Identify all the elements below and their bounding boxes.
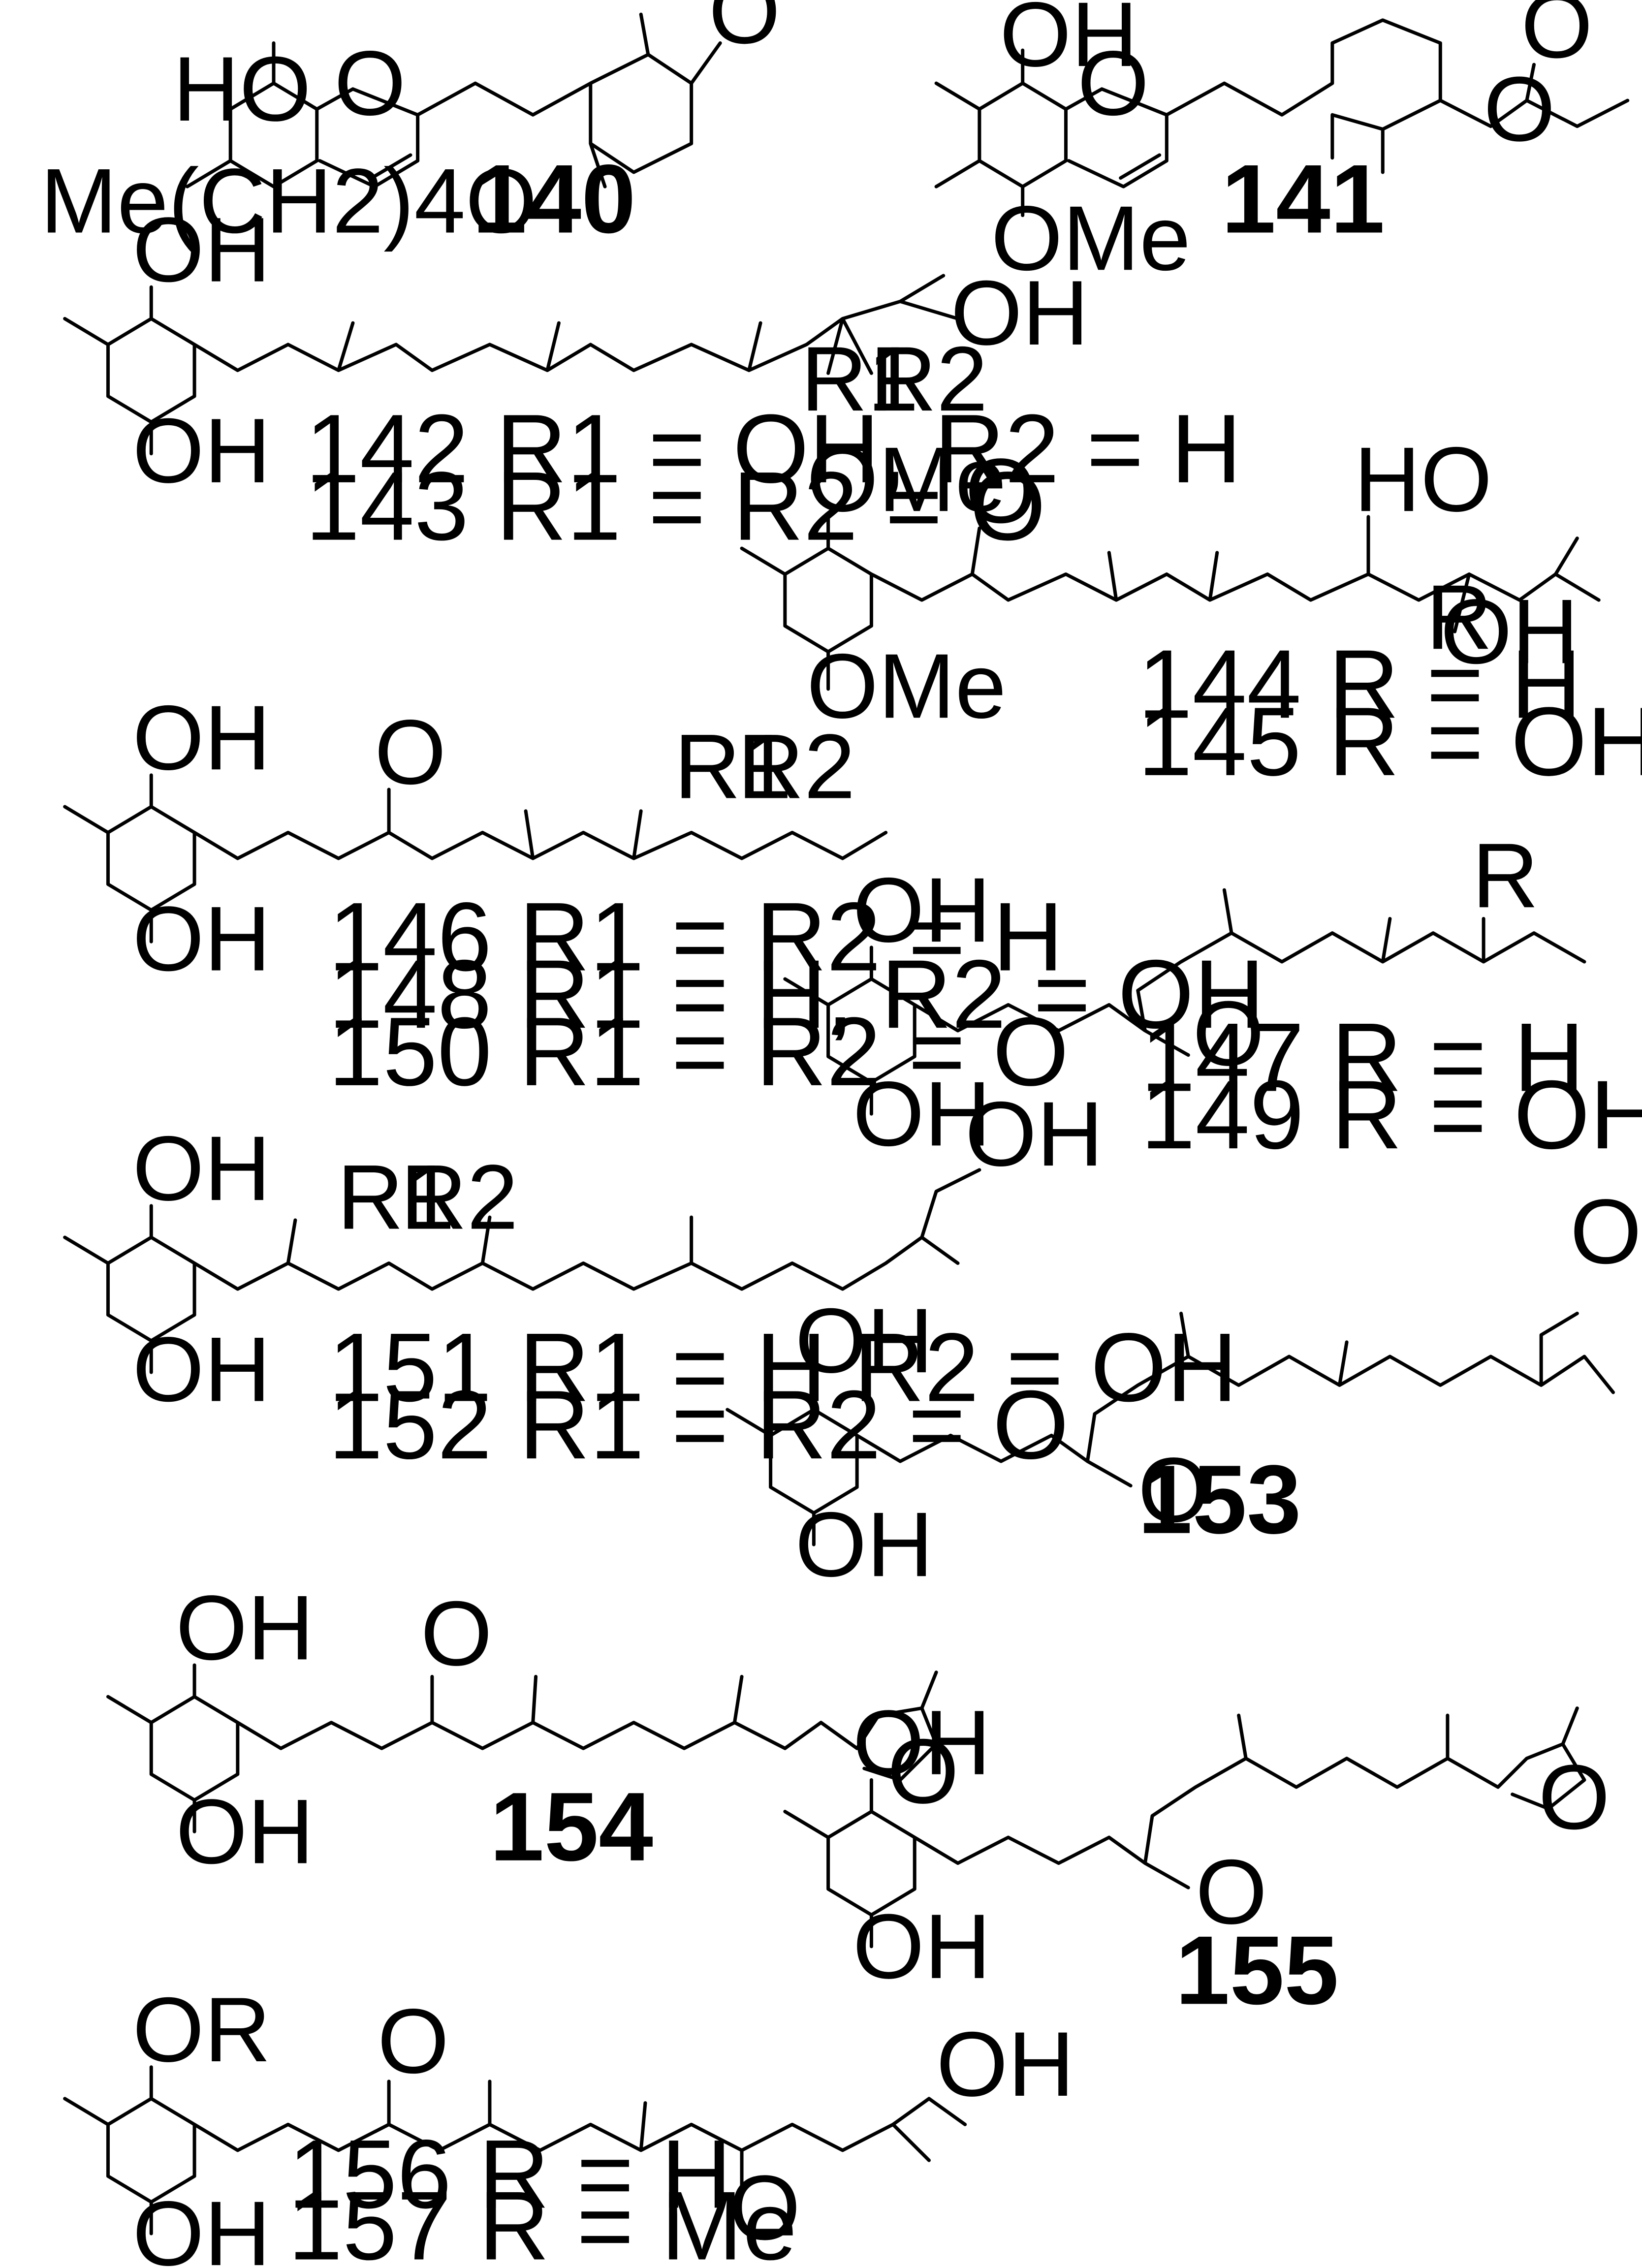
atom-155-oh-bottom: OH bbox=[853, 1895, 991, 1998]
caption-147: 147 R = H bbox=[1141, 1003, 1584, 1112]
atom-153-ketone: O bbox=[1138, 1439, 1210, 1542]
atom-153-oh-bottom: OH bbox=[795, 1493, 933, 1596]
caption-144: 144 R = H bbox=[1138, 630, 1581, 739]
atom-153-oh-top: OH bbox=[795, 1289, 933, 1392]
compound-140: HO O O Me(CH2)4O 140 bbox=[40, 0, 780, 253]
atom-142-r1: R1 bbox=[801, 327, 918, 430]
caption-157: 157 R = Me bbox=[288, 2172, 797, 2268]
atom-141-ester-o: O bbox=[1484, 58, 1555, 160]
caption-143: 143 R1 = R2 = O bbox=[305, 452, 1045, 561]
caption-150: 150 R1 = R2 = O bbox=[328, 997, 1069, 1106]
atom-146-oh-bottom: OH bbox=[132, 887, 271, 990]
atom-151-r1: R1 bbox=[337, 1146, 455, 1249]
compound-number-154: 154 bbox=[490, 1772, 653, 1882]
atom-144-r: R bbox=[1426, 566, 1492, 669]
atom-151-oh-bottom: OH bbox=[132, 1318, 271, 1421]
atom-154-furan-o: O bbox=[887, 1720, 959, 1823]
caption-156: 156 R = H bbox=[288, 2120, 731, 2229]
atom-147-ketone: O bbox=[1193, 982, 1264, 1085]
atom-142-r2: R2 bbox=[870, 327, 987, 430]
atom-141-carbonyl: O bbox=[1521, 0, 1593, 77]
atom-147-oh-top: OH bbox=[853, 858, 991, 961]
atom-154-oh-bottom: OH bbox=[176, 1780, 314, 1883]
atom-153-end-oh: OH bbox=[1570, 1180, 1642, 1283]
caption-149: 149 R = OH bbox=[1141, 1060, 1642, 1169]
atom-146-oh-top: OH bbox=[132, 687, 271, 789]
atom-141-oh: OH bbox=[1000, 0, 1138, 86]
atom-146-r1: R1 bbox=[674, 715, 792, 818]
labels: HO OH O OMe O O 141 OH OH OH R1 R2 142 R… bbox=[132, 0, 1642, 2268]
atom-147-r: R bbox=[1472, 824, 1539, 927]
atom-156-oh-bottom: OH bbox=[132, 2182, 271, 2268]
atom-146-r2: R2 bbox=[737, 715, 855, 818]
atom-155-oh-top: OH bbox=[853, 1691, 991, 1794]
caption-145: 145 R = OH bbox=[1138, 687, 1642, 796]
atom-o: O bbox=[334, 32, 406, 135]
caption-148: 148 R1 = H, R2 = OH bbox=[328, 940, 1264, 1049]
caption-152: 152 R1 = R2 = O bbox=[328, 1370, 1069, 1480]
atom-151-r2: R2 bbox=[401, 1146, 518, 1249]
atom-chain: Me(CH2)4O bbox=[40, 150, 537, 252]
atom-142-oh-top: OH bbox=[132, 198, 271, 301]
atom-144-ketone: O bbox=[965, 440, 1037, 542]
atom-151-end-oh: OH bbox=[965, 1082, 1104, 1185]
atom-146-ketone: O bbox=[375, 701, 446, 804]
caption-142: 142 R1 = OH, R2 = H bbox=[305, 394, 1241, 504]
compound-number-155: 155 bbox=[1175, 1916, 1339, 2025]
compound-number-140: 140 bbox=[473, 145, 636, 254]
skeletons bbox=[63, 12, 1630, 2236]
atom-154-ketone: O bbox=[420, 1582, 492, 1685]
atom-144-ome-top: OMe bbox=[807, 428, 1007, 531]
caption-151: 151 R1 = H R2 = OH bbox=[328, 1313, 1237, 1422]
atom-155-ketone: O bbox=[1196, 1840, 1267, 1943]
atom-147-oh-bottom: OH bbox=[853, 1063, 991, 1166]
atom-156-ketone1: O bbox=[378, 1990, 449, 2093]
atom-140-ho: HO bbox=[173, 37, 311, 140]
atom-156-ketone2: O bbox=[729, 2156, 801, 2259]
atom-144-ho: HO bbox=[1354, 428, 1492, 531]
atom-ketone: O bbox=[709, 0, 781, 63]
compound-number-153: 153 bbox=[1138, 1445, 1301, 1554]
atom-142-oh-bottom: OH bbox=[132, 399, 271, 502]
atom-141-o: O bbox=[1077, 32, 1149, 135]
atom-142-side-oh: OH bbox=[950, 261, 1089, 364]
compound-number-141: 141 bbox=[1222, 145, 1385, 254]
atom-151-oh-top: OH bbox=[132, 1117, 271, 1220]
atom-156-end-oh: OH bbox=[936, 2013, 1074, 2115]
caption-146: 146 R1 = R2 = H bbox=[328, 882, 1063, 992]
atom-144-ome-bottom: OMe bbox=[807, 635, 1007, 738]
atom-155-furan-o: O bbox=[1538, 1746, 1610, 1849]
atom-156-or: OR bbox=[132, 1978, 271, 2081]
atom-154-oh-top: OH bbox=[176, 1576, 314, 1679]
atom-144-oh: OH bbox=[1440, 580, 1579, 683]
atom-141-ome: OMe bbox=[991, 187, 1191, 290]
